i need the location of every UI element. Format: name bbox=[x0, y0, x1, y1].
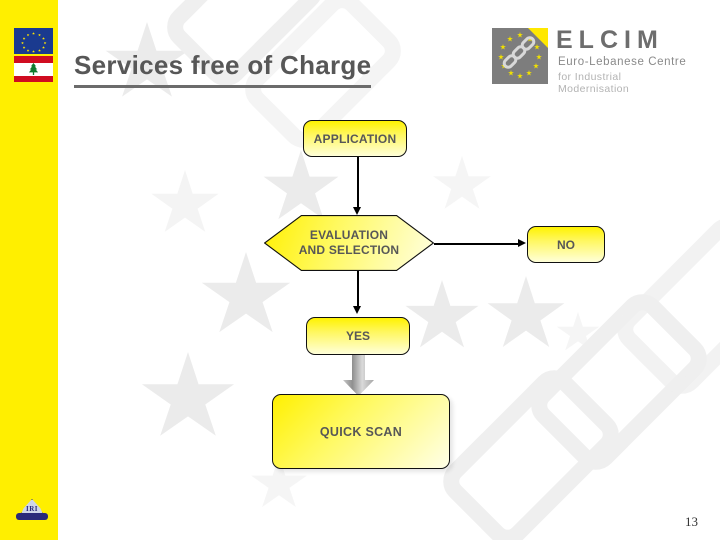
elcim-emblem-icon bbox=[492, 28, 548, 84]
flow-node-evaluation-label: EVALUATION AND SELECTION bbox=[264, 215, 434, 271]
connector-application-to-evaluation bbox=[357, 157, 359, 209]
arrowhead-evaluation-to-yes bbox=[353, 306, 361, 314]
page-title: Services free of Charge bbox=[74, 50, 372, 88]
arrowhead-evaluation-to-no bbox=[518, 239, 526, 247]
flow-node-quick-scan[interactable]: QUICK SCAN bbox=[272, 394, 450, 469]
flow-node-no[interactable]: NO bbox=[527, 226, 605, 263]
flow-node-yes[interactable]: YES bbox=[306, 317, 410, 355]
elcim-logo: ELCIM Euro-Lebanese Centre for Industria… bbox=[492, 26, 692, 95]
hexagon-fill bbox=[264, 215, 434, 271]
iri-base-shape bbox=[16, 513, 48, 520]
lebanon-flag-icon bbox=[14, 56, 53, 82]
evaluation-label-line2: AND SELECTION bbox=[298, 243, 400, 257]
connector-evaluation-to-no bbox=[434, 243, 519, 245]
elcim-wordmark: ELCIM bbox=[556, 26, 664, 54]
flow-node-evaluation-and-selection[interactable]: EVALUATION AND SELECTION bbox=[264, 215, 434, 271]
arrowhead-application-to-evaluation bbox=[353, 207, 361, 215]
european-union-flag-icon bbox=[14, 28, 53, 54]
elcim-tagline-line1: Euro-Lebanese Centre bbox=[558, 56, 687, 68]
iri-logo-text: IRI bbox=[25, 505, 38, 513]
title-container: Services free of Charge bbox=[74, 50, 372, 88]
page-number: 13 bbox=[685, 514, 698, 529]
block-arrow-down-icon bbox=[343, 354, 374, 396]
flags-group bbox=[14, 28, 53, 82]
left-accent-bar bbox=[0, 0, 58, 540]
elcim-tagline-line2: for Industrial Modernisation bbox=[558, 71, 630, 95]
iri-logo: IRI bbox=[16, 494, 48, 522]
hexagon-outline bbox=[264, 215, 434, 271]
evaluation-label-line1: EVALUATION bbox=[309, 228, 389, 242]
connector-evaluation-to-yes bbox=[357, 271, 359, 308]
elcim-corner-triangle bbox=[528, 28, 548, 48]
flow-node-application[interactable]: APPLICATION bbox=[303, 120, 407, 157]
